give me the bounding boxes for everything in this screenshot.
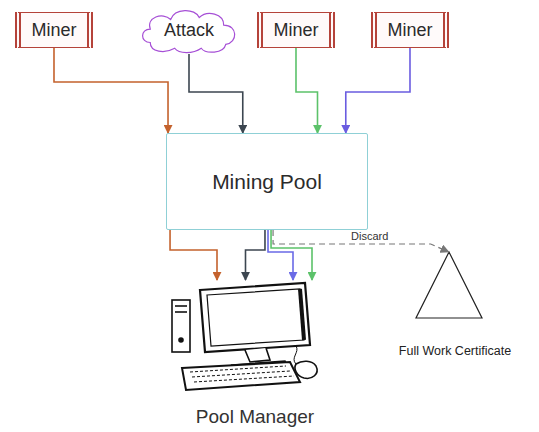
miner-box: Miner <box>371 12 448 48</box>
mining-pool-box: Mining Pool <box>166 133 368 230</box>
node-label: Pool Manager <box>196 406 314 428</box>
miner-box: Miner <box>15 12 92 48</box>
flow-arrow <box>296 48 318 133</box>
node-label: Miner <box>387 20 432 41</box>
attack-cloud: Attack <box>138 6 240 54</box>
flow-arrow <box>54 48 168 133</box>
flow-arrow <box>246 230 265 280</box>
edge-label: Discard <box>349 230 390 242</box>
full-work-certificate: Full Work Certificate <box>376 252 534 358</box>
node-label: Miner <box>31 20 76 41</box>
flow-arrow <box>273 230 449 252</box>
flow-arrow <box>271 230 312 280</box>
miner-box: Miner <box>257 12 334 48</box>
flow-arrow <box>189 54 243 133</box>
node-label: Mining Pool <box>212 170 322 194</box>
flow-arrow <box>346 48 410 133</box>
certificate-triangle <box>416 252 482 318</box>
node-label: Full Work Certificate <box>399 344 511 358</box>
pool-manager: Pool Manager <box>160 280 350 428</box>
node-label: Attack <box>164 20 214 41</box>
node-label: Miner <box>273 20 318 41</box>
flow-arrow <box>170 230 217 280</box>
computer-illustration <box>172 283 317 390</box>
